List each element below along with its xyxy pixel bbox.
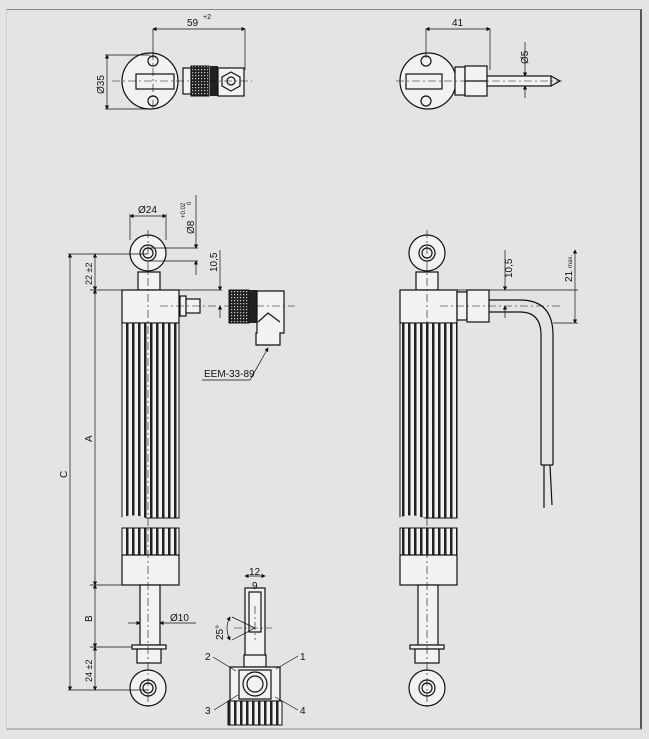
dim-24: 24 ±2 xyxy=(84,660,94,682)
dim-dia35: Ø35 xyxy=(96,75,107,94)
dim-dia24: Ø24 xyxy=(138,205,157,216)
dim-59-tol: +2 xyxy=(203,14,211,21)
pin-label-3: 3 xyxy=(205,706,211,717)
drawing-frame xyxy=(6,9,642,730)
dim-9: 9 xyxy=(252,581,258,592)
dim-21: 21 xyxy=(564,270,575,282)
dim-dia5: Ø5 xyxy=(520,50,531,64)
dim-59: 59 xyxy=(187,18,199,29)
dim-c: C xyxy=(59,471,70,478)
front-view: Ø24 Ø8 +0.02 0 10,5 C 22 ±2 A B 24 ±2 Ø1… xyxy=(59,195,295,710)
dim-a: A xyxy=(84,435,95,442)
connector-label: EEM-33-89 xyxy=(204,369,255,380)
dim-21-max: max. xyxy=(568,255,574,268)
dim-10-5-side: 10,5 xyxy=(504,258,515,278)
dim-dia10: Ø10 xyxy=(170,613,189,624)
pin-label-2: 2 xyxy=(205,652,211,663)
dim-22: 22 ±2 xyxy=(84,263,94,285)
dim-dia8: Ø8 xyxy=(186,220,197,234)
bottom-detail-view: 12 9 25° 1 2 3 4 xyxy=(205,567,306,726)
dim-dia8-tol-lower: 0 xyxy=(187,201,193,205)
dim-b: B xyxy=(84,615,95,622)
dim-41: 41 xyxy=(452,18,464,29)
dim-dia8-tol-upper: +0.02 xyxy=(181,202,187,218)
dim-25-deg: 25° xyxy=(215,625,226,640)
dim-12: 12 xyxy=(249,567,261,578)
pin-label-4: 4 xyxy=(300,706,306,717)
dim-10-5-front: 10,5 xyxy=(209,252,220,272)
top-right-view: 41 Ø5 xyxy=(396,18,562,110)
pin-label-1: 1 xyxy=(300,652,306,663)
side-view: 10,5 21 max. xyxy=(398,230,578,710)
top-left-view: 59 +2 Ø35 xyxy=(96,14,252,110)
